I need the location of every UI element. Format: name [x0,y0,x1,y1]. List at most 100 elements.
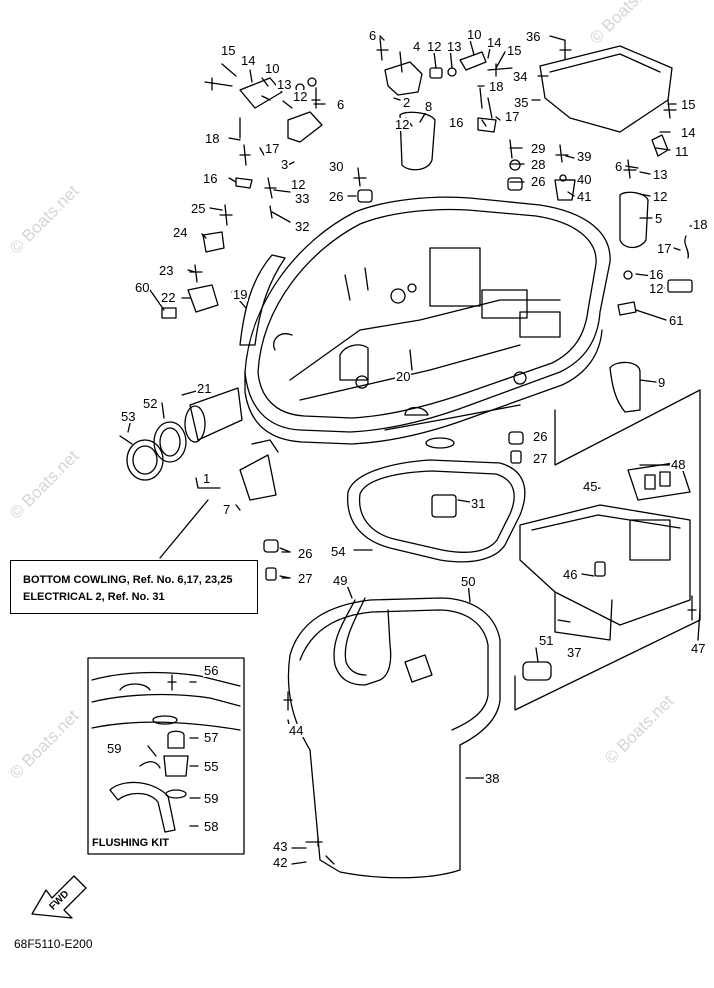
callout-15: 15 [680,97,697,112]
callout-13: 13 [276,77,293,92]
callout-28: 28 [530,157,547,172]
callout-26: 26 [297,546,314,561]
callout-16: 16 [648,267,665,282]
callout-2: 2 [402,95,412,110]
callout-40: 40 [576,172,593,187]
callout-1: 1 [202,471,212,486]
callout-12: 12 [292,89,309,104]
bottom-cowling [244,196,611,433]
callout-31: 31 [470,496,487,511]
callout-6: 6 [368,28,378,43]
callout-12: 12 [648,281,665,296]
reference-line-bottom-cowling: BOTTOM COWLING, Ref. No. 6,17, 23,25 [23,574,233,586]
flushing-kit-label: FLUSHING KIT [92,837,169,849]
callout-52: 52 [142,396,159,411]
callout-6: 6 [336,97,346,112]
callout-56: 56 [203,663,220,678]
callout-49: 49 [332,573,349,588]
callout-10: 10 [264,61,281,76]
callout-43: 43 [272,839,289,854]
callout-17: 17 [504,109,521,124]
callout-5: 5 [654,211,664,226]
callout-27: 27 [532,451,549,466]
callout-13: 13 [446,39,463,54]
callout-12: 12 [290,177,307,192]
callout-36: 36 [525,29,542,44]
callout-39: 39 [576,149,593,164]
callout-24: 24 [172,225,189,240]
callout-16: 16 [202,171,219,186]
callout-21: 21 [196,381,213,396]
callout-26: 26 [328,189,345,204]
callout-17: 17 [264,141,281,156]
callout-14: 14 [486,35,503,50]
reference-box: BOTTOM COWLING, Ref. No. 6,17, 23,25 ELE… [10,560,258,614]
callout-27: 27 [297,571,314,586]
callout-4: 4 [412,39,422,54]
callout-10: 10 [466,27,483,42]
callout-59: 59 [203,791,220,806]
pan-bracket [429,247,481,307]
callout-47: 47 [690,641,707,656]
callout-18: 18 [204,131,221,146]
callout-20: 20 [395,369,412,384]
callout-19: 19 [232,287,249,302]
callout-12: 12 [394,117,411,132]
callout-26: 26 [532,429,549,444]
fwd-arrow [31,875,87,919]
bracket-45 [519,504,691,626]
callout-12: 12 [652,189,669,204]
callout-37: 37 [566,645,583,660]
callout-38: 38 [484,771,501,786]
callout-44: 44 [288,723,305,738]
callout-59: 59 [106,741,123,756]
callout-29: 29 [530,141,547,156]
callout-7: 7 [222,502,232,517]
callout-15: 15 [506,43,523,58]
callout-22: 22 [160,290,177,305]
diagram-code: 68F5110-E200 [14,937,93,951]
callout-17: 17 [656,241,673,256]
lower-cowling [287,597,501,879]
callout-48: 48 [670,457,687,472]
callout-45: 45 [582,479,599,494]
callout-6: 6 [614,159,624,174]
callout-18: 18 [488,79,505,94]
callout-53: 53 [120,409,137,424]
callout-15: 15 [220,43,237,58]
callout-14: 14 [240,53,257,68]
callout-13: 13 [652,167,669,182]
callout-8: 8 [424,99,434,114]
callout-32: 32 [294,219,311,234]
callout-35: 35 [513,95,530,110]
callout-46: 46 [562,567,579,582]
callout-42: 42 [272,855,289,870]
callout-11: 11 [674,144,690,159]
callout-33: 33 [294,191,311,206]
callout-26: 26 [530,174,547,189]
callout-30: 30 [328,159,345,174]
callout-55: 55 [203,759,220,774]
callout-51: 51 [538,633,555,648]
callout-60: 60 [134,280,151,295]
callout-58: 58 [203,819,220,834]
callout-3: 3 [280,157,290,172]
callout-18: 18 [692,217,709,232]
seal-band [239,254,286,346]
callout-34: 34 [512,69,529,84]
callout-23: 23 [158,263,175,278]
callout-9: 9 [657,375,667,390]
callout-54: 54 [330,544,347,559]
bracket-9 [609,361,641,413]
callout-25: 25 [190,201,207,216]
callout-61: 61 [668,313,685,328]
callout-12: 12 [426,39,443,54]
callout-16: 16 [448,115,465,130]
callout-14: 14 [680,125,697,140]
callout-50: 50 [460,574,477,589]
callout-57: 57 [203,730,220,745]
reference-line-electrical: ELECTRICAL 2, Ref. No. 31 [23,591,165,603]
callout-41: 41 [576,189,593,204]
bracket-34 [539,45,673,133]
